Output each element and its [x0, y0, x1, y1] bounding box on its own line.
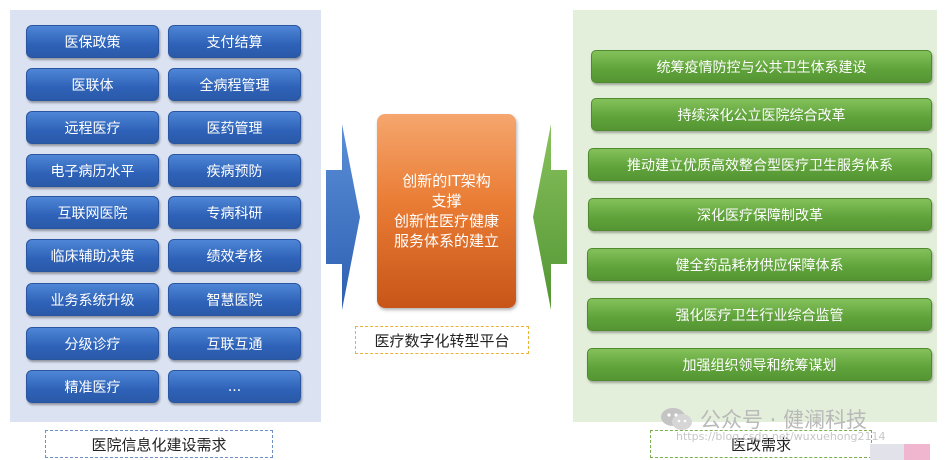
need-item-whole-course-management: 全病程管理	[168, 68, 301, 101]
need-item-payment-settlement: 支付结算	[168, 25, 301, 58]
watermark-url: https://blog.csdn.net/wuxuehong2114	[676, 430, 886, 443]
need-item-tiered-diagnosis: 分级诊疗	[26, 327, 159, 360]
need-item-more: ...	[168, 370, 301, 403]
need-item-disease-prevention: 疾病预防	[168, 154, 301, 187]
need-item-emr-level: 电子病历水平	[26, 154, 159, 187]
corner-pink-block	[904, 444, 930, 460]
right-arrow-icon	[326, 124, 360, 310]
corner-gray-block	[870, 444, 904, 460]
center-text-line-1: 创新的IT架构	[402, 172, 491, 190]
need-item-internet-hospital: 互联网医院	[26, 196, 159, 229]
watermark: 公众号 · 健澜科技	[660, 404, 867, 434]
need-item-smart-hospital: 智慧医院	[168, 283, 301, 316]
platform-label: 医疗数字化转型平台	[355, 326, 529, 354]
need-item-system-upgrade: 业务系统升级	[26, 283, 159, 316]
center-text-line-2: 支撑	[431, 192, 462, 210]
hospital-it-needs-caption: 医院信息化建设需求	[45, 430, 273, 458]
need-item-medical-insurance-policy: 医保政策	[26, 25, 159, 58]
reform-item-industry-supervision: 强化医疗卫生行业综合监管	[587, 298, 932, 331]
center-text-line-4: 服务体系的建立	[393, 232, 499, 250]
need-item-telemedicine: 远程医疗	[26, 111, 159, 144]
reform-item-public-hospital-reform: 持续深化公立医院综合改革	[591, 98, 932, 131]
reform-item-integrated-service-system: 推动建立优质高效整合型医疗卫生服务体系	[588, 148, 932, 181]
need-item-performance-assessment: 绩效考核	[168, 239, 301, 272]
watermark-text: 公众号 · 健澜科技	[700, 408, 868, 432]
reform-item-organization-leadership: 加强组织领导和统筹谋划	[587, 348, 932, 381]
need-item-interoperability: 互联互通	[168, 327, 301, 360]
need-item-specialty-research: 专病科研	[168, 196, 301, 229]
wechat-icon	[661, 408, 692, 430]
center-text-line-3: 创新性医疗健康	[393, 212, 499, 230]
need-item-precision-medicine: 精准医疗	[26, 370, 159, 403]
reform-item-epidemic-prevention: 统筹疫情防控与公共卫生体系建设	[591, 50, 932, 83]
need-item-medicine-management: 医药管理	[168, 111, 301, 144]
need-item-clinical-decision-support: 临床辅助决策	[26, 239, 159, 272]
reform-item-drug-supply: 健全药品耗材供应保障体系	[587, 248, 932, 281]
reform-item-medical-security: 深化医疗保障制改革	[588, 198, 932, 231]
digital-platform-core-box: 创新的IT架构 支撑 创新性医疗健康 服务体系的建立	[377, 114, 516, 308]
medical-reform-caption: 医改需求	[650, 430, 872, 458]
need-item-medical-alliance: 医联体	[26, 68, 159, 101]
left-arrow-icon	[533, 124, 567, 310]
